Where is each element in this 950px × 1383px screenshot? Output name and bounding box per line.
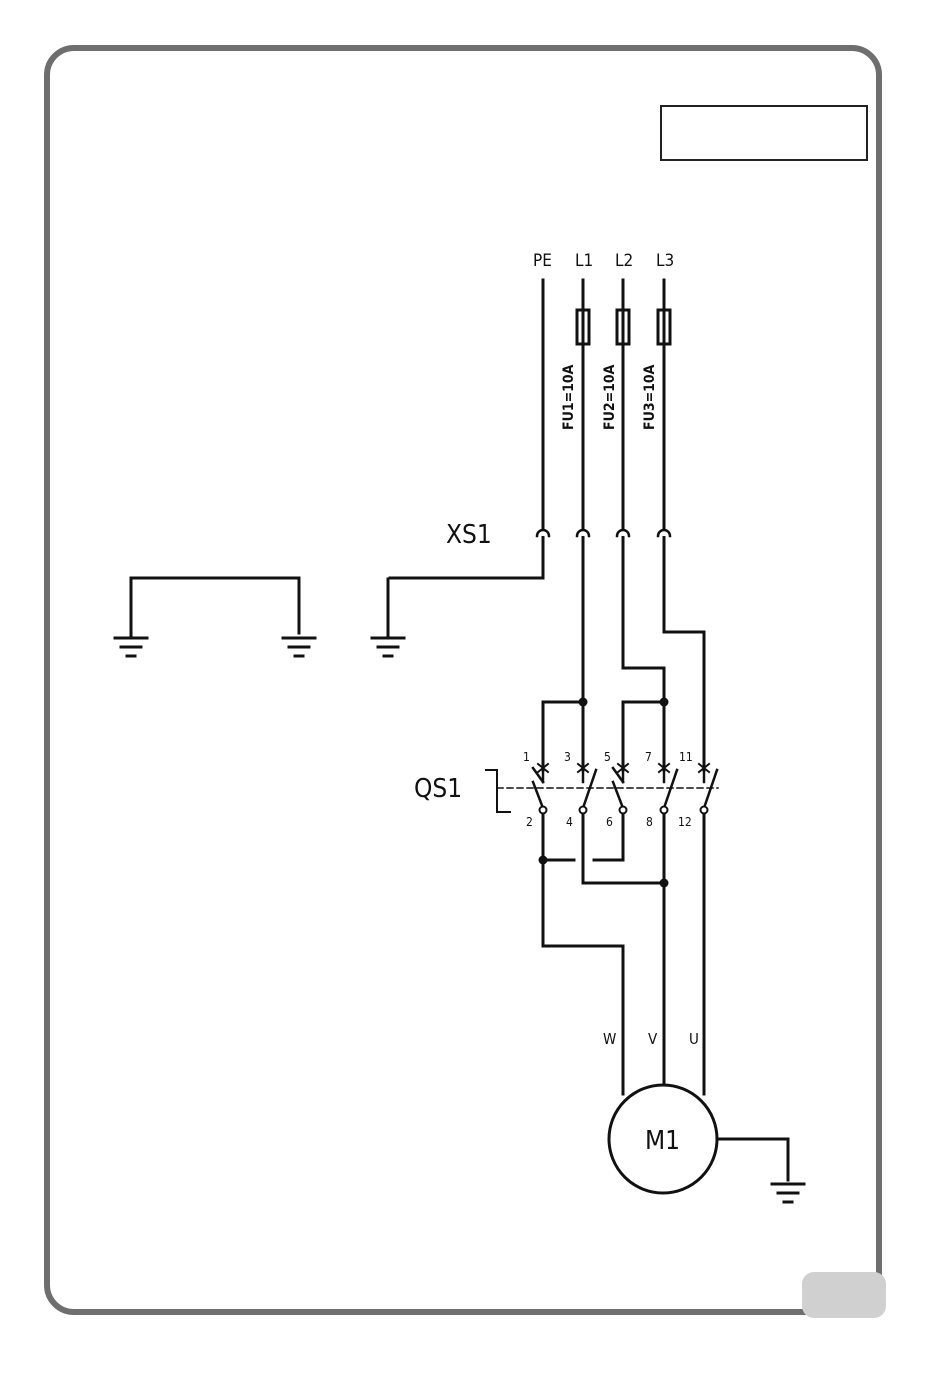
label-fu3: FU3=10A — [642, 364, 658, 430]
label-pe: PE — [533, 251, 552, 271]
label-fu1: FU1=10A — [561, 364, 577, 430]
terminal-label-4: 4 — [566, 815, 573, 829]
label-xs1: XS1 — [446, 520, 492, 550]
label-qs1: QS1 — [414, 774, 462, 804]
terminal-label-11: 11 — [679, 750, 693, 764]
ground-symbol-2 — [283, 638, 315, 656]
ground-symbol-motor — [772, 1184, 804, 1202]
label-l2: L2 — [615, 251, 633, 271]
terminal-label-8: 8 — [646, 815, 653, 829]
terminal-label-3: 3 — [564, 750, 571, 764]
terminal-label-12: 12 — [678, 815, 692, 829]
bridge-l2-t5 — [623, 702, 664, 770]
motor-label: M1 — [645, 1126, 680, 1156]
xs1-socket-l2 — [617, 530, 629, 536]
terminal-label-6: 6 — [606, 815, 613, 829]
bridge-l1-t1 — [543, 702, 583, 770]
phase-label-v: V — [648, 1030, 658, 1048]
phase-label-w: W — [603, 1030, 616, 1048]
motor-ground-wire — [718, 1139, 788, 1180]
terminal-label-1: 1 — [523, 750, 530, 764]
terminal-label-2: 2 — [526, 815, 533, 829]
terminal-label-5: 5 — [604, 750, 611, 764]
xs1-socket-l3 — [658, 530, 670, 536]
xs1-socket-l1 — [577, 530, 589, 536]
label-l1: L1 — [575, 251, 593, 271]
ground-branch-wire — [131, 578, 299, 636]
label-l3: L3 — [656, 251, 674, 271]
pe-wire — [388, 280, 543, 636]
terminal-label-7: 7 — [645, 750, 652, 764]
ground-symbol-1 — [115, 638, 147, 656]
qs1-bottom-terminals — [540, 807, 708, 814]
phase-label-u: U — [689, 1030, 699, 1048]
ground-symbol-3 — [372, 638, 404, 656]
xs1-socket-pe — [537, 530, 549, 536]
l3-wire — [664, 280, 704, 770]
qs1-bracket — [486, 770, 510, 812]
label-fu2: FU2=10A — [602, 364, 618, 430]
